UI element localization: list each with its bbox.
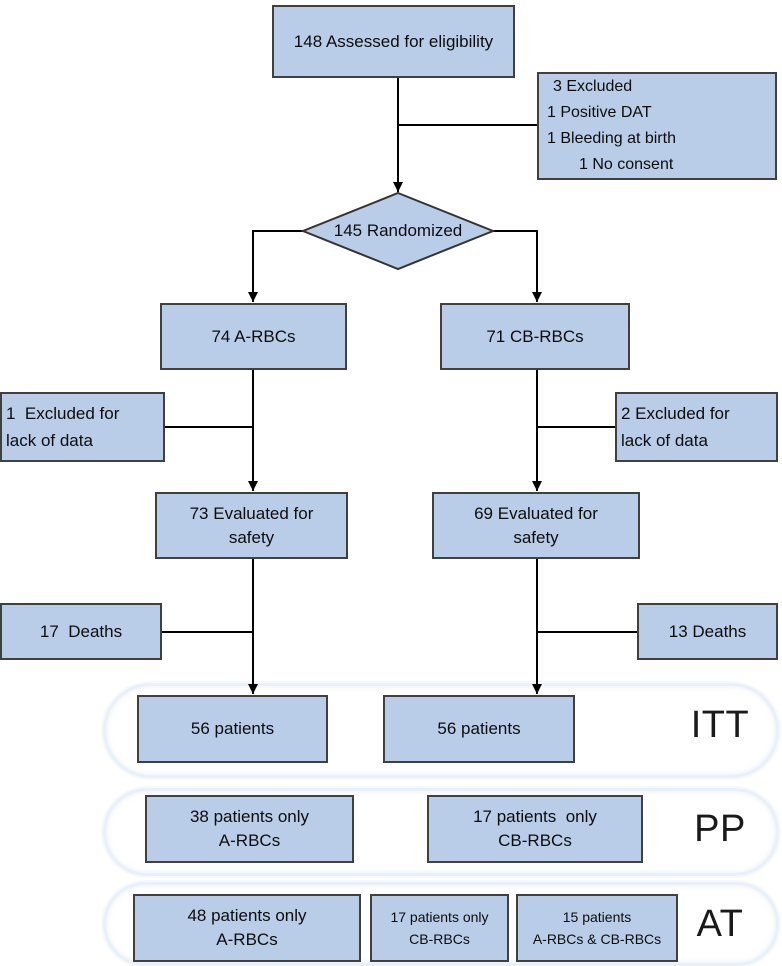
excluded-top-box: 3 Excluded 1 Positive DAT 1 Bleeding at … (537, 72, 777, 180)
pp-a-line: A-RBCs (218, 831, 281, 850)
pp-a-line: 38 patients only (189, 807, 310, 826)
assessed-text: 148 Assessed for eligibility (293, 31, 494, 51)
excluded-a-line: lack of data (6, 431, 93, 450)
at-a-line: A-RBCs (216, 930, 278, 949)
arm-cb-rbcs-text: 71 CB-RBCs (486, 326, 584, 346)
deaths-cb-box: 13 Deaths (637, 603, 778, 660)
pp-cb-box: 17 patients only CB-RBCs (427, 795, 643, 863)
deaths-cb-text: 13 Deaths (668, 621, 747, 641)
itt-label: ITT (690, 704, 750, 746)
safety-cb-line: 69 Evaluated for (474, 503, 598, 523)
at-both-line: A-RBCs & CB-RBCs (532, 931, 662, 947)
at-label: AT (696, 903, 744, 945)
randomized-label: 145 Randomized (333, 221, 463, 240)
excluded-top-line: 1 Bleeding at birth (547, 130, 676, 147)
at-both-box: 15 patients A-RBCs & CB-RBCs (516, 894, 678, 962)
excluded-top-line: 1 Positive DAT (547, 104, 652, 121)
excluded-a-box: 1 Excluded for lack of data (0, 392, 165, 462)
safety-a-box: 73 Evaluated for safety (155, 492, 348, 559)
pp-a-box: 38 patients only A-RBCs (145, 795, 354, 863)
safety-cb-line: safety (513, 527, 559, 547)
itt-cb-box: 56 patients (383, 695, 575, 763)
assessed-box: 148 Assessed for eligibility (272, 5, 515, 78)
itt-a-text: 56 patients (190, 719, 275, 738)
safety-a-line: safety (228, 527, 275, 547)
arm-a-rbcs-box: 74 A-RBCs (160, 303, 347, 370)
pp-cb-line: CB-RBCs (498, 831, 572, 850)
at-a-line: 48 patients only (187, 906, 307, 925)
at-cb-box: 17 patients only CB-RBCs (370, 894, 509, 962)
safety-cb-box: 69 Evaluated for safety (432, 492, 640, 559)
excluded-top-line: 1 No consent (579, 156, 674, 173)
deaths-a-box: 17 Deaths (0, 603, 162, 660)
arm-a-rbcs-text: 74 A-RBCs (211, 326, 296, 346)
excluded-cb-line: lack of data (621, 431, 708, 450)
pp-label: PP (694, 808, 746, 850)
at-both-line: 15 patients (562, 909, 632, 925)
excluded-cb-box: 2 Excluded for lack of data (615, 392, 778, 462)
randomized-diamond (300, 191, 496, 271)
safety-a-line: 73 Evaluated for (189, 503, 314, 523)
excluded-cb-line: 2 Excluded for (621, 404, 730, 423)
itt-cb-text: 56 patients (437, 719, 521, 738)
excluded-top-line: 3 Excluded (553, 78, 633, 95)
itt-a-box: 56 patients (137, 695, 328, 763)
excluded-a-line: 1 Excluded for (6, 404, 120, 423)
arm-cb-rbcs-box: 71 CB-RBCs (440, 303, 630, 370)
at-a-box: 48 patients only A-RBCs (133, 894, 361, 962)
deaths-a-text: 17 Deaths (39, 621, 123, 641)
at-cb-line: CB-RBCs (409, 931, 470, 947)
pp-cb-line: 17 patients only (473, 807, 597, 826)
at-cb-line: 17 patients only (390, 909, 489, 925)
